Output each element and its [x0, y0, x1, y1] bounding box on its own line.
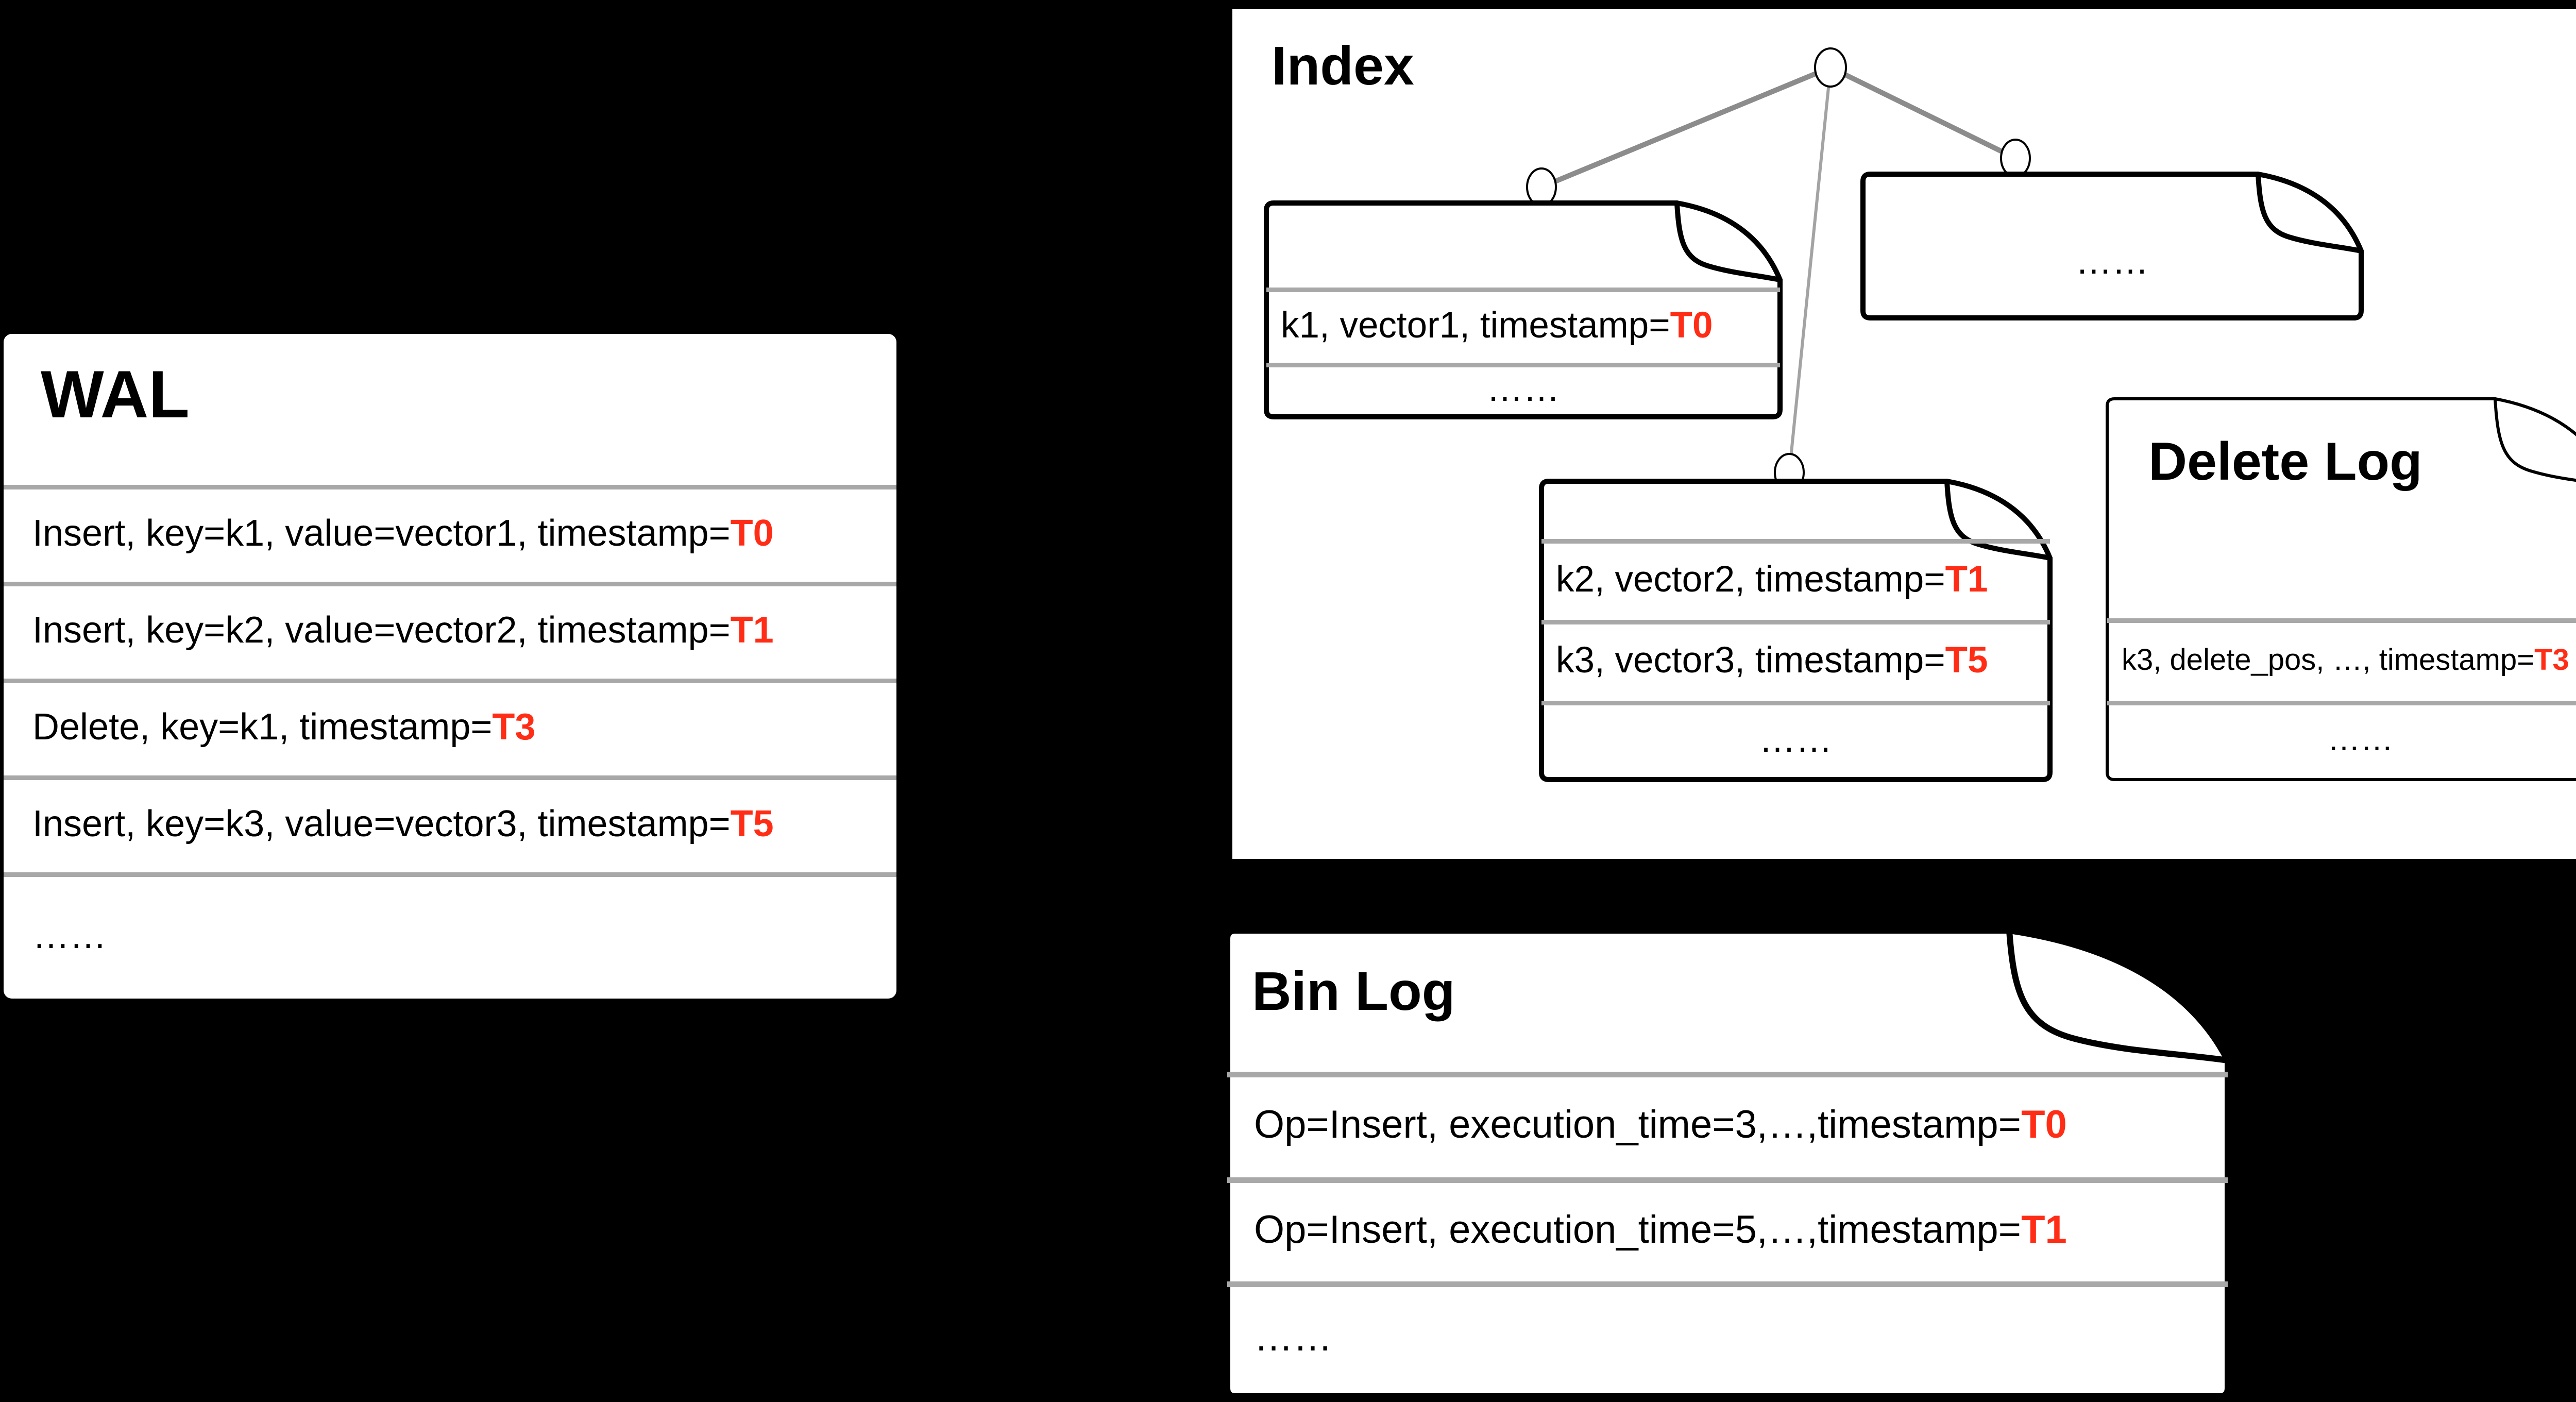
doc-row: ……	[1541, 701, 2050, 778]
divider	[4, 679, 896, 683]
delete-log: Delete Log k3, delete_pos, …, timestamp=…	[2106, 397, 2576, 781]
tree-edge	[1829, 65, 2017, 161]
index-segment-file-1: k1, vector1, timestamp=T0 ……	[1264, 200, 1783, 419]
bin-log: Bin Log Op=Insert, execution_time=3,…,ti…	[1224, 927, 2231, 1399]
tree-node-icon	[2000, 139, 2031, 178]
divider	[4, 582, 896, 586]
doc-row: ……	[1266, 363, 1780, 414]
timestamp-badge: T1	[730, 610, 774, 651]
wal-title: WAL	[41, 357, 190, 432]
divider	[2107, 618, 2576, 623]
tree-edge	[1540, 65, 1832, 190]
index-segment-file-3: k2, vector2, timestamp=T1 k3, vector3, t…	[1539, 479, 2053, 782]
wal-row: Insert, key=k3, value=vector3, timestamp…	[4, 775, 896, 872]
wal-row: Delete, key=k1, timestamp=T3	[4, 679, 896, 775]
wal-row: ……	[4, 872, 896, 999]
divider	[1227, 1177, 2228, 1183]
index-panel: Index k1, vector1, timestamp=T0 ……	[1232, 9, 2576, 859]
doc-row-text: ……	[1486, 368, 1560, 409]
timestamp-badge: T5	[730, 803, 774, 844]
divider	[4, 872, 896, 877]
timestamp-badge: T3	[492, 706, 536, 748]
wal-row-text: ……	[32, 915, 107, 956]
timestamp-badge: T0	[1670, 305, 1713, 346]
index-segment-file-2: ……	[1860, 172, 2364, 320]
timestamp-badge: T3	[2534, 643, 2569, 677]
tree-node-icon	[1526, 167, 1557, 207]
bin-log-row: Op=Insert, execution_time=5,…,timestamp=…	[1227, 1177, 2228, 1281]
tree-edge	[1788, 67, 1832, 473]
timestamp-badge: T5	[1945, 640, 1988, 681]
doc-row: k2, vector2, timestamp=T1	[1541, 539, 2050, 620]
divider	[1266, 363, 1780, 367]
wal-row: Insert, key=k2, value=vector2, timestamp…	[4, 582, 896, 679]
bin-log-row-text: Op=Insert, execution_time=3,…,timestamp=	[1254, 1103, 2022, 1146]
timestamp-badge: T1	[1945, 559, 1988, 600]
wal-row-text: Insert, key=k2, value=vector2, timestamp…	[32, 610, 731, 651]
divider	[1541, 620, 2050, 624]
doc-row: k1, vector1, timestamp=T0	[1266, 288, 1780, 363]
wal-row: Insert, key=k1, value=vector1, timestamp…	[4, 485, 896, 582]
wal-panel: WAL Insert, key=k1, value=vector1, times…	[4, 334, 896, 999]
bin-log-title: Bin Log	[1252, 961, 1455, 1022]
divider	[1266, 288, 1780, 292]
timestamp-badge: T1	[2021, 1207, 2067, 1252]
bin-log-row-text: Op=Insert, execution_time=5,…,timestamp=	[1254, 1207, 2022, 1252]
index-title: Index	[1272, 36, 1414, 96]
wal-row-text: Insert, key=k3, value=vector3, timestamp…	[32, 803, 731, 844]
divider	[2107, 701, 2576, 705]
document-shape	[1224, 927, 2231, 1399]
divider	[1227, 1072, 2228, 1077]
document-shape	[2106, 397, 2576, 781]
bin-log-row: Op=Insert, execution_time=3,…,timestamp=…	[1227, 1072, 2228, 1177]
tree-node-icon	[1814, 47, 1847, 88]
divider	[1541, 539, 2050, 544]
doc-row-text: ……	[2327, 720, 2394, 757]
bin-log-row: ……	[1227, 1281, 2228, 1393]
doc-row: ……	[1863, 205, 2361, 318]
doc-row: ……	[2107, 701, 2576, 777]
doc-row: k3, delete_pos, …, timestamp=T3	[2107, 618, 2576, 701]
doc-row-text: k1, vector1, timestamp=	[1281, 305, 1670, 346]
wal-row-text: Delete, key=k1, timestamp=	[32, 706, 493, 748]
divider	[4, 775, 896, 780]
doc-row-text: ……	[2075, 241, 2149, 282]
doc-row-text: ……	[1759, 719, 1833, 760]
doc-row-text: k3, vector3, timestamp=	[1556, 640, 1945, 681]
delete-log-title: Delete Log	[2148, 432, 2422, 492]
wal-row-text: Insert, key=k1, value=vector1, timestamp…	[32, 513, 731, 554]
divider	[1227, 1281, 2228, 1287]
divider	[4, 485, 896, 489]
bin-log-row-text: ……	[1254, 1315, 1332, 1359]
doc-row-text: k2, vector2, timestamp=	[1556, 559, 1945, 600]
doc-row-text: k3, delete_pos, …, timestamp=	[2122, 643, 2535, 677]
timestamp-badge: T0	[2021, 1103, 2067, 1146]
timestamp-badge: T0	[730, 513, 774, 554]
document-shape	[1860, 172, 2364, 320]
doc-row: k3, vector3, timestamp=T5	[1541, 620, 2050, 701]
divider	[1541, 701, 2050, 705]
index-tree	[1526, 47, 2031, 492]
